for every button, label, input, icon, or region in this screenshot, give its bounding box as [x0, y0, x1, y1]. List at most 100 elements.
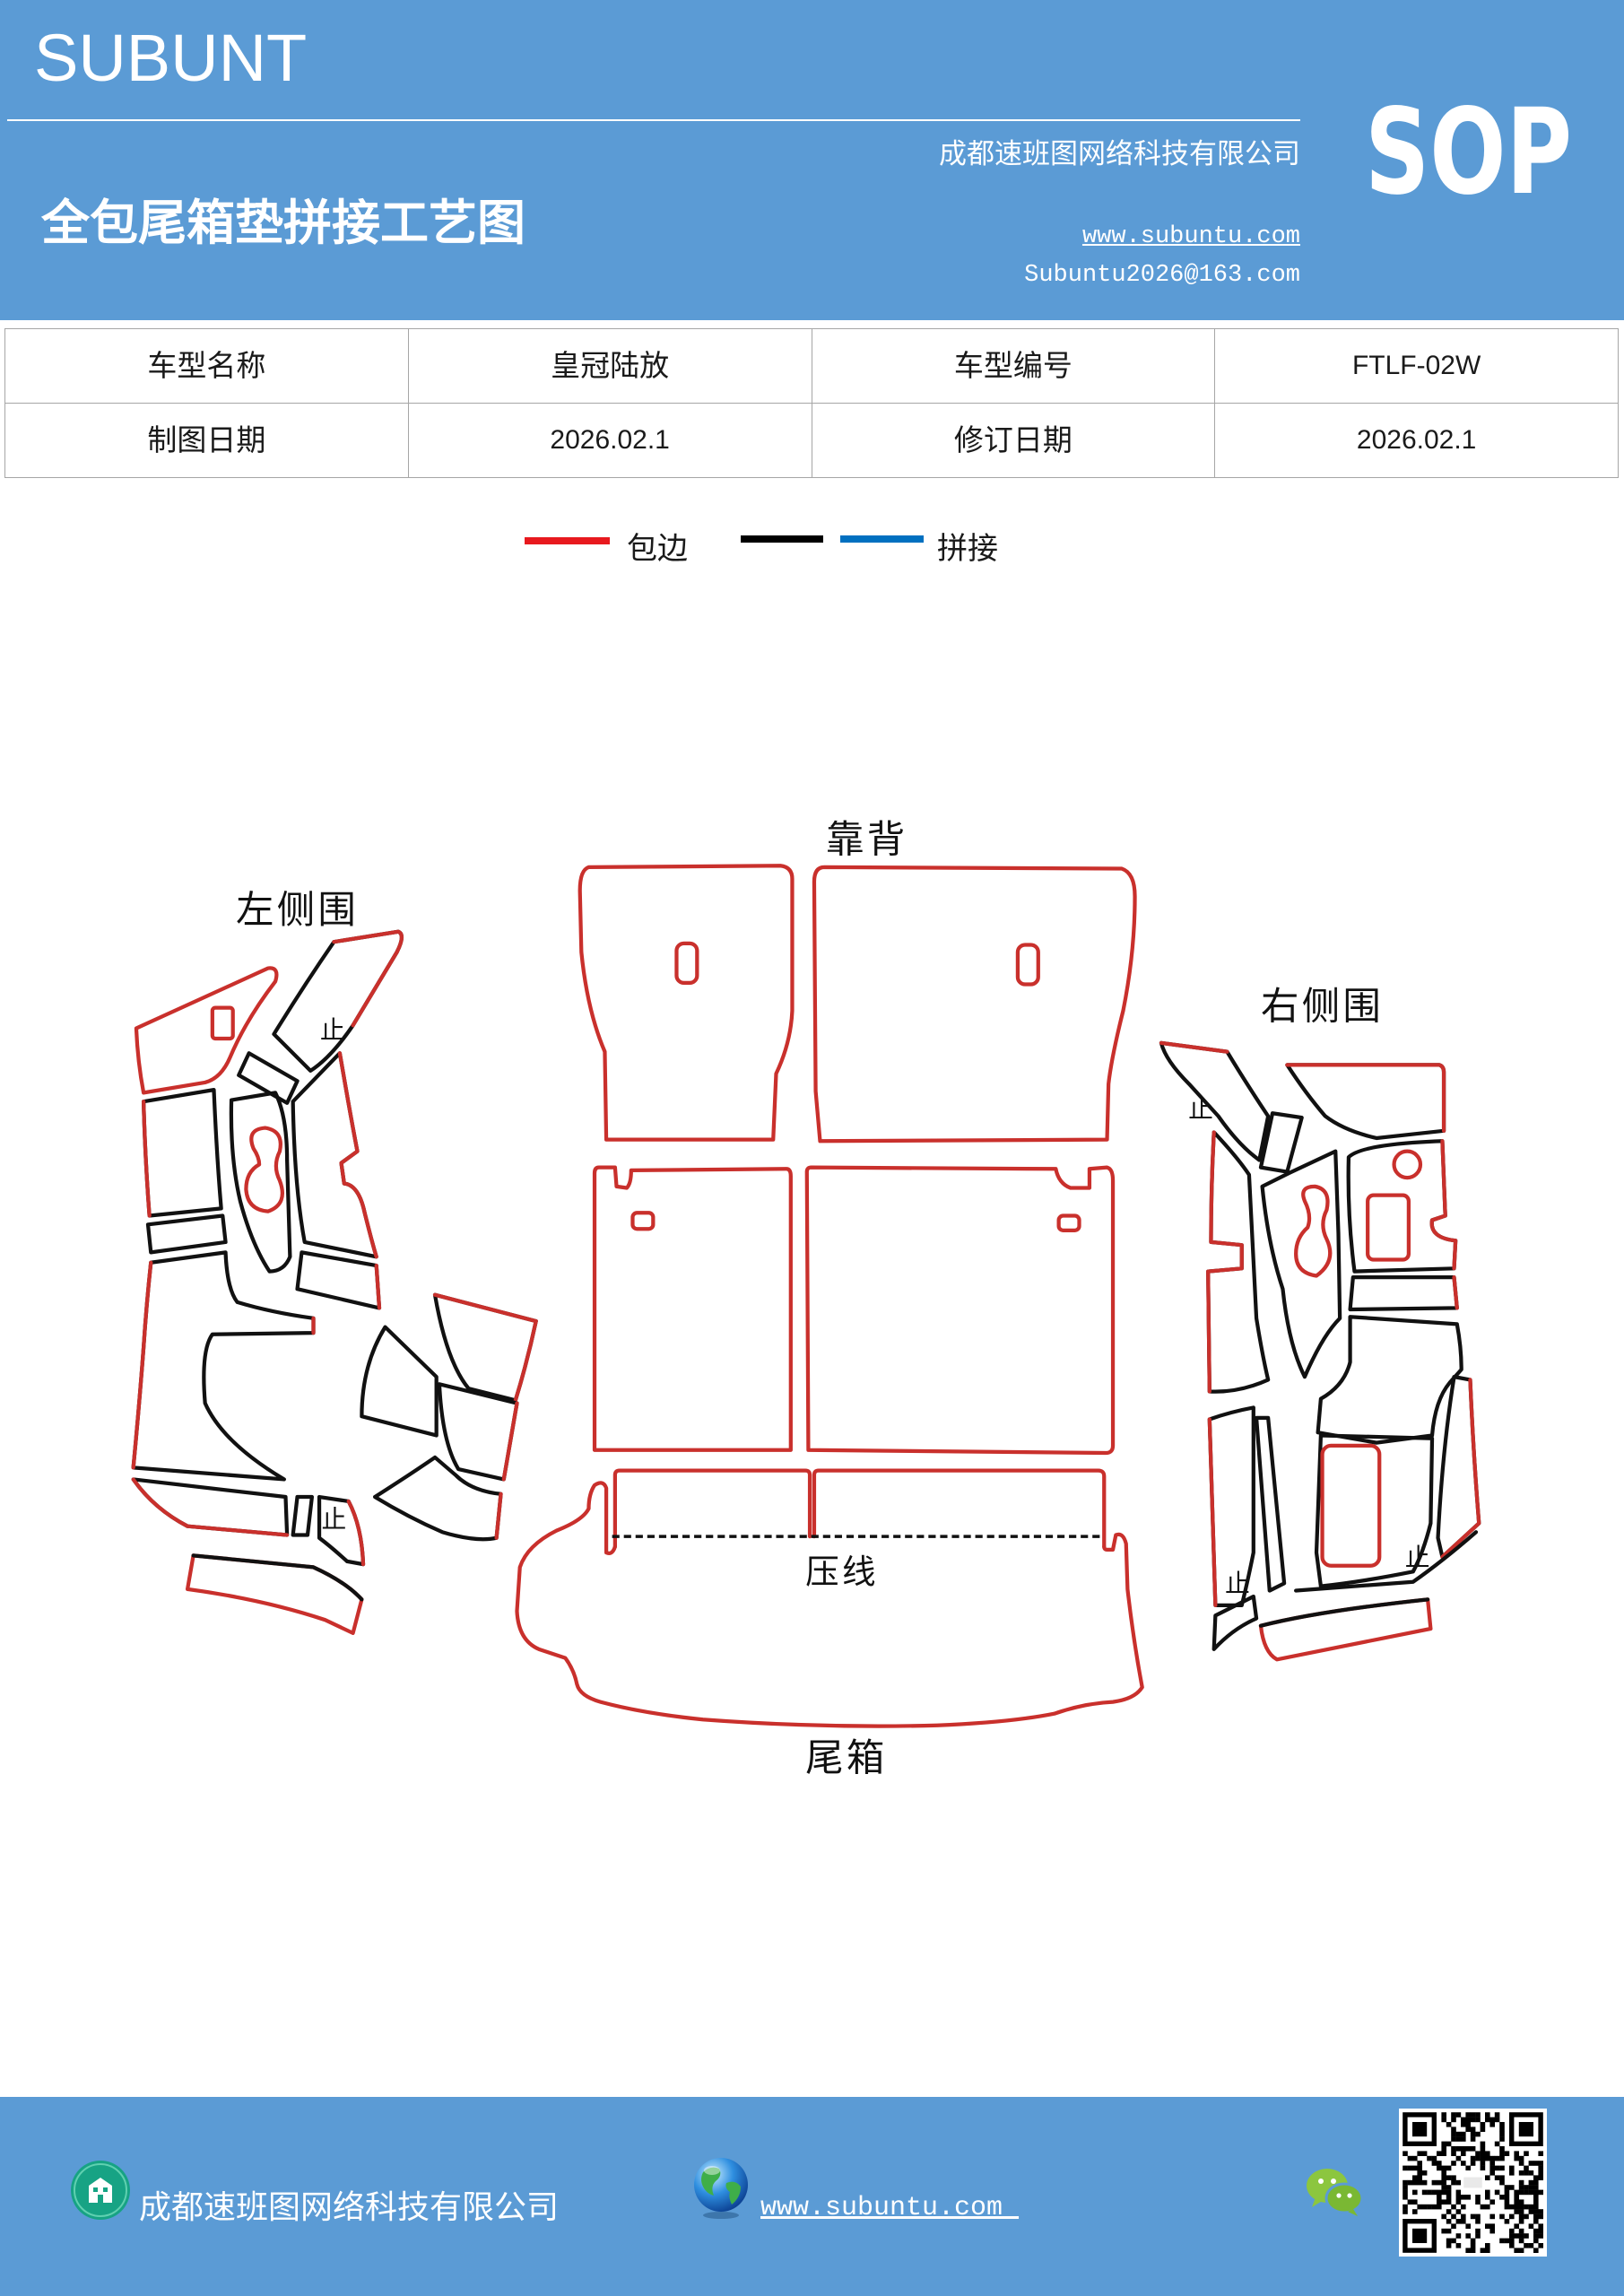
trunk-floor-group: 压线 尾箱: [515, 1468, 1144, 1780]
backrest-upper-left-piece: [578, 864, 795, 1142]
qr-module: [1524, 2213, 1529, 2220]
qr-module: [1437, 2179, 1442, 2186]
wrap-edge: [374, 1263, 382, 1310]
left-upper-column-piece: [141, 1087, 223, 1218]
qr-module: [1509, 2233, 1515, 2239]
qr-module: [1451, 2161, 1456, 2166]
stop-mark: 止: [1225, 1569, 1250, 1598]
wrap-edge: [131, 1477, 290, 1537]
footer-website-link[interactable]: www.subuntu.com: [760, 2193, 1020, 2223]
qr-module: [1524, 2204, 1529, 2210]
qr-module: [1446, 2195, 1452, 2200]
wrap-edge: [501, 1401, 519, 1482]
right-left-column-piece: [1206, 1130, 1271, 1394]
qr-module: [1437, 2189, 1442, 2196]
qr-module: [1494, 2112, 1500, 2118]
qr-module: [1533, 2161, 1539, 2166]
qr-module: [1441, 2141, 1446, 2147]
qr-module: [1499, 2151, 1505, 2156]
qr-module: [1427, 2189, 1432, 2196]
qr-module: [1403, 2209, 1408, 2214]
right-thin-strip: [1348, 1274, 1459, 1312]
qr-module: [1470, 2161, 1476, 2166]
qr-module: [1480, 2126, 1486, 2132]
qr-module: [1455, 2219, 1462, 2224]
qr-module: [1451, 2179, 1456, 2186]
qr-module: [1494, 2175, 1500, 2180]
qr-module: [1441, 2185, 1446, 2190]
qr-module: [1461, 2195, 1466, 2200]
left-bottom-piece: [185, 1553, 364, 1636]
seam-line: [1294, 1530, 1479, 1593]
right-hourglass-cutout: [1294, 1184, 1333, 1278]
qr-module: [1451, 2223, 1456, 2229]
qr-module: [1518, 2185, 1524, 2190]
headrest-slot: [1015, 943, 1040, 987]
qr-module: [1480, 2161, 1486, 2166]
qr-module: [1465, 2112, 1471, 2118]
qr-module: [1533, 2175, 1539, 2180]
qr-module: [1421, 2170, 1428, 2176]
qr-module: [1417, 2179, 1422, 2186]
qr-module: [1465, 2122, 1471, 2127]
left-fan-piece-bottom: [372, 1455, 503, 1542]
qr-module: [1421, 2151, 1428, 2156]
right-top-piece: [1285, 1063, 1446, 1141]
qr-module: [1412, 2122, 1428, 2137]
backrest-group: 靠背: [578, 819, 1137, 1456]
qr-module: [1441, 2112, 1446, 2118]
wrap-edge: [1285, 1063, 1446, 1133]
qr-module: [1446, 2209, 1452, 2214]
website-link[interactable]: www.subuntu.com: [1081, 223, 1300, 250]
left-center-column-piece: [229, 1091, 292, 1274]
qr-module: [1403, 2195, 1408, 2200]
qr-module: [1494, 2165, 1500, 2171]
qr-module: [1427, 2204, 1432, 2210]
qr-module: [1461, 2146, 1466, 2152]
right-side-label: 右侧围: [1261, 986, 1384, 1030]
qr-module: [1431, 2179, 1437, 2186]
qr-module: [1465, 2223, 1471, 2229]
qr-module: [1480, 2122, 1486, 2127]
qr-module: [1407, 2155, 1413, 2161]
qr-module: [1446, 2175, 1452, 2180]
qr-module: [1475, 2213, 1481, 2220]
qr-module: [1461, 2204, 1466, 2210]
right-diagonal-piece: [1159, 1040, 1271, 1162]
vehicle-info-table: 车型名称 皇冠陆放 车型编号 FTLF-02W 制图日期 2026.02.1 修…: [4, 328, 1619, 478]
qr-module: [1489, 2170, 1495, 2176]
qr-module: [1518, 2161, 1524, 2166]
qr-module: [1461, 2161, 1466, 2166]
model-name-label: 车型名称: [4, 328, 409, 404]
qr-module: [1446, 2219, 1452, 2224]
qr-module: [1504, 2204, 1510, 2210]
qr-module: [1417, 2204, 1422, 2210]
qr-module: [1489, 2122, 1495, 2127]
qr-module: [1533, 2228, 1539, 2234]
qr-module: [1480, 2151, 1486, 2156]
qr-module: [1465, 2117, 1471, 2123]
legend-label-wrap: 包边: [627, 531, 688, 567]
qr-module: [1509, 2228, 1515, 2234]
qr-module: [1475, 2151, 1481, 2156]
left-hourglass-cutout: [244, 1126, 284, 1213]
qr-module: [1504, 2189, 1510, 2196]
qr-module: [1514, 2223, 1519, 2229]
left-small-block: [237, 1051, 300, 1105]
qr-module: [1533, 2199, 1539, 2205]
qr-module: [1485, 2151, 1490, 2156]
qr-module: [1518, 2179, 1524, 2186]
qr-module: [1465, 2248, 1471, 2253]
right-upper-main-piece: [1346, 1139, 1458, 1274]
qr-module: [1421, 2189, 1428, 2196]
qr-module: [1524, 2185, 1529, 2190]
right-lower-main-piece: [1314, 1433, 1435, 1588]
qr-module: [1514, 2151, 1519, 2156]
left-diagonal-piece: [272, 929, 404, 1073]
qr-module: [1489, 2155, 1495, 2161]
qr-module: [1528, 2243, 1534, 2248]
qr-module: [1533, 2233, 1539, 2239]
qr-module: [1518, 2209, 1524, 2214]
qr-module: [1533, 2179, 1539, 2186]
qr-module: [1412, 2179, 1418, 2186]
